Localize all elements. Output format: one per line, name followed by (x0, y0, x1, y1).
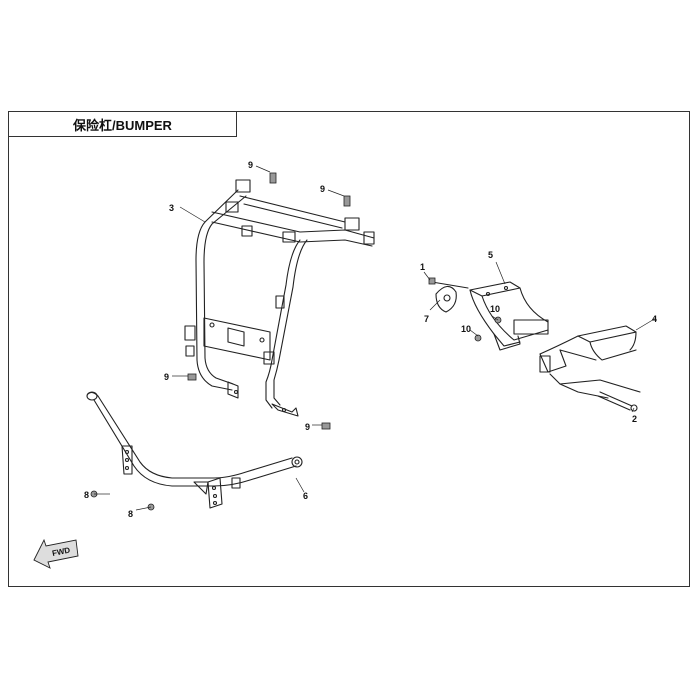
callout-10a: 10 (461, 324, 471, 334)
callout-8b: 8 (128, 509, 133, 519)
callout-2: 2 (632, 414, 637, 424)
fwd-label: FWD (51, 546, 71, 559)
callout-1: 1 (420, 262, 425, 272)
title-box (8, 111, 237, 137)
support-bracket-5 (469, 281, 549, 351)
callout-9b: 9 (320, 184, 325, 194)
callout-9a: 9 (248, 160, 253, 170)
diagram-title: 保险杠/BUMPER (73, 118, 172, 133)
callout-9d: 9 (305, 422, 310, 432)
upper-frame-part (184, 179, 375, 417)
bolt-9b (343, 195, 351, 207)
bolt-1 (428, 277, 436, 285)
bolt-9a (269, 172, 277, 184)
callout-3: 3 (169, 203, 174, 213)
callout-9c: 9 (164, 372, 169, 382)
lower-bumper-part (86, 391, 303, 509)
callout-8a: 8 (84, 490, 89, 500)
callout-4: 4 (652, 314, 657, 324)
callout-7: 7 (424, 314, 429, 324)
bolt-9d (321, 422, 331, 430)
callout-6: 6 (303, 491, 308, 501)
fwd-arrow-icon: FWD (33, 538, 79, 569)
bolt-9c (187, 373, 197, 381)
callout-5: 5 (488, 250, 493, 260)
nut-10a (474, 334, 482, 342)
plate-part-7 (431, 281, 469, 313)
support-bracket-4 (539, 325, 641, 412)
callout-10b: 10 (490, 304, 500, 314)
diagram-frame (8, 111, 690, 587)
